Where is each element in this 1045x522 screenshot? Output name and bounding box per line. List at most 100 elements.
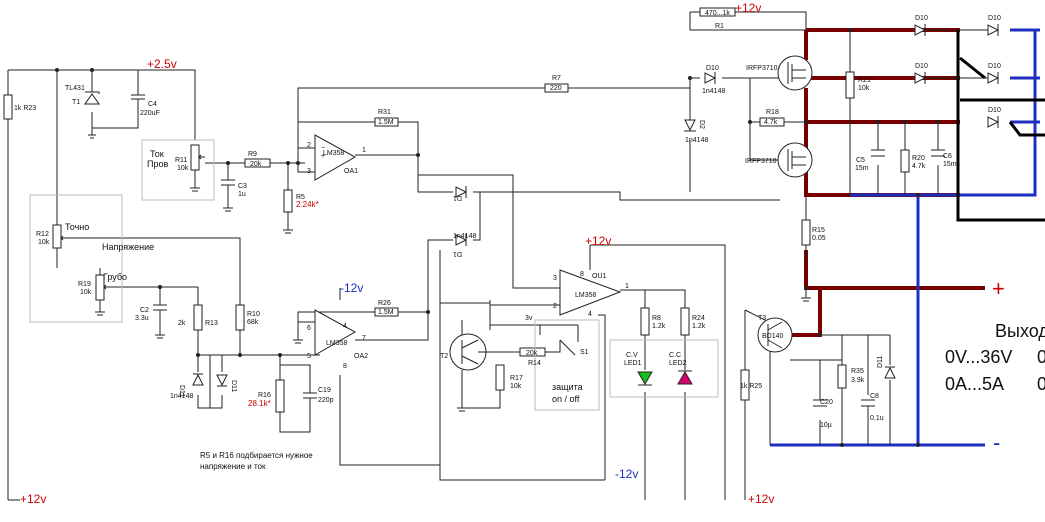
part-c20-name: C20: [820, 399, 833, 406]
part-r14-value: 20k: [526, 350, 538, 357]
label-napryazhenie: Напряжение: [102, 242, 154, 252]
transformer-leads: [956, 30, 1045, 222]
part-c5-value: 15m: [855, 165, 869, 172]
part-oa2-type: LM358: [326, 340, 348, 347]
part-t1: T1: [72, 99, 80, 106]
part-r13-value: 2k: [178, 320, 186, 327]
part-c8-value: 0.1u: [870, 415, 884, 422]
diodes: [84, 24, 1000, 387]
label-led2: LED2: [669, 360, 687, 367]
part-r23: 1k R23: [14, 105, 36, 112]
svg-text:4: 4: [588, 311, 592, 318]
part-r15-value: 0.05: [812, 235, 826, 242]
svg-text:1: 1: [362, 147, 366, 154]
part-d1a-name: D1: [453, 194, 462, 201]
part-c6-value: 15m: [943, 161, 957, 168]
label-cc: C.C: [669, 352, 681, 359]
part-r10-value: 68k: [247, 319, 259, 326]
leds: [637, 370, 693, 386]
part-oa1-type: LM358: [323, 150, 345, 157]
part-c4-value: 220uF: [140, 110, 160, 117]
part-tl431: TL431: [65, 85, 85, 92]
output-title: Выход: [995, 321, 1045, 341]
part-irfp-top: IRFP3710: [746, 65, 778, 72]
part-r17-value: 10k: [510, 383, 522, 390]
part-d2-value: 1n4148: [685, 137, 708, 144]
part-d2-name: D2: [698, 120, 705, 129]
supply-plus2-5v: +2.5v: [147, 57, 177, 71]
svg-text:8: 8: [580, 271, 584, 278]
part-r11-name: R11: [175, 157, 187, 164]
part-d11c-name: D11: [877, 356, 884, 368]
note-line-2: напряжение и ток: [200, 462, 266, 471]
resistors: [3, 7, 910, 413]
part-s1: S1: [580, 349, 589, 356]
part-c2-name: C2: [140, 307, 149, 314]
part-c19-name: C19: [318, 387, 331, 394]
svg-text:3: 3: [553, 275, 557, 282]
part-c20-value: 10µ: [820, 422, 832, 429]
transistors: [449, 55, 813, 371]
part-r16-value: 28.1k*: [248, 399, 271, 408]
output-minus-terminal: -: [993, 430, 1000, 455]
part-r20-name: R20: [912, 155, 925, 162]
output-current-range: 0A...5A: [945, 374, 1004, 394]
part-r35-value: 3.9k: [851, 377, 865, 384]
part-d11b-name: D11: [230, 380, 237, 392]
part-irfp-bottom: IRFP3710: [745, 158, 777, 165]
part-r5-name: R5: [296, 194, 305, 201]
label-prov: Пров: [147, 159, 168, 169]
part-r15-name: R15: [812, 227, 825, 234]
part-t3-type: BD140: [762, 333, 784, 340]
part-ou1-type: LM358: [575, 292, 597, 299]
part-r14-name: R14: [528, 360, 541, 367]
svg-text:3: 3: [307, 168, 311, 175]
supply-plus12v-bottom-left: +12v: [20, 492, 46, 506]
label-cv: C.V: [626, 352, 638, 359]
part-c5-name: C5: [856, 157, 865, 164]
part-d11-name: D11: [178, 385, 185, 397]
part-c19-value: 220p: [318, 397, 334, 404]
part-d11-value: 1n4148: [170, 393, 193, 400]
svg-text:2: 2: [307, 142, 311, 149]
svg-text:5: 5: [307, 353, 311, 360]
label-on-off: on / off: [552, 394, 580, 404]
svg-text:2: 2: [553, 303, 557, 310]
part-r31-value: 1.5M: [378, 119, 394, 126]
part-r21-value: 10k: [858, 85, 870, 92]
part-t2: T2: [440, 353, 448, 360]
panel-outlines: [29, 139, 719, 411]
part-r16-name: R16: [258, 392, 271, 399]
note-line-1: R5 и R16 подбирается нужное: [200, 451, 313, 460]
part-r8-name: R8: [652, 315, 661, 322]
bridge-d10-2: D10: [988, 15, 1001, 22]
part-r24-name: R24: [692, 315, 705, 322]
capacitors: [131, 94, 945, 420]
part-r8-value: 1.2k: [652, 323, 666, 330]
svg-text:−: −: [321, 145, 325, 152]
part-r19-value: 10k: [80, 289, 92, 296]
label-grubo: Грубо: [103, 272, 127, 282]
part-oa1-name: OA1: [344, 168, 358, 175]
junction-dots: [55, 28, 940, 447]
output-col2-top: 0: [1037, 347, 1045, 367]
part-r9-value: 20k: [250, 161, 262, 168]
part-r9-name: R9: [248, 151, 257, 158]
svg-text:8: 8: [343, 363, 347, 370]
part-r21-name: R21: [858, 77, 871, 84]
part-ou1-name: OU1: [592, 273, 607, 280]
svg-text:+: +: [321, 153, 325, 160]
part-r5-value: 2.24k*: [296, 200, 319, 209]
label-3v: 3v: [525, 315, 533, 322]
supply-minus12v-bottom: -12v: [615, 467, 638, 481]
part-r7-value: 220: [550, 85, 562, 92]
output-plus-terminal: +: [992, 276, 1005, 301]
part-r1-value: 470...1k: [705, 10, 730, 17]
negative-output-rail: [770, 28, 1040, 447]
part-r10-name: R10: [247, 311, 260, 318]
part-r20-value: 4.7k: [912, 163, 926, 170]
supply-plus12v-top: +12v: [735, 1, 761, 15]
part-r18-value: 4.7k: [764, 119, 778, 126]
bridge-d10-5: D10: [988, 107, 1001, 114]
part-r25: 1k R25: [740, 383, 762, 390]
